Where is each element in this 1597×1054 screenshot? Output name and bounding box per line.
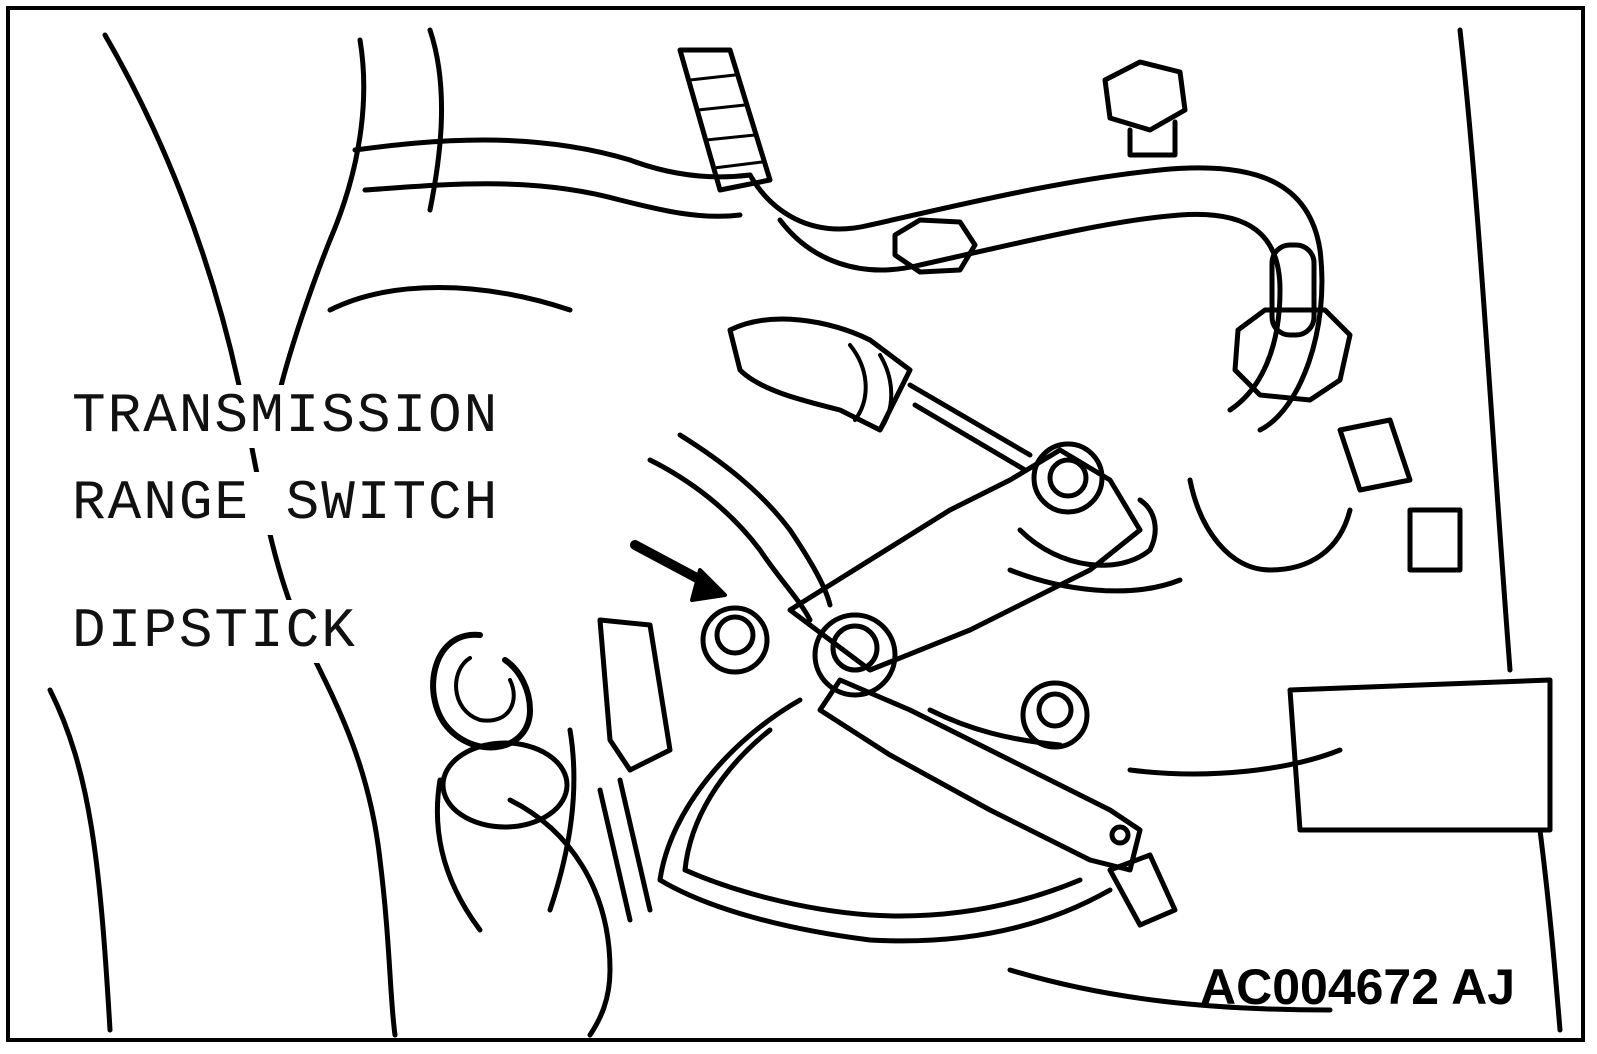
left-bolt bbox=[700, 605, 770, 675]
illustration-frame: TRANSMISSION RANGE SWITCH DIPSTICK AC004… bbox=[6, 6, 1585, 1042]
cable-boot bbox=[727, 316, 913, 433]
stud bbox=[1269, 242, 1317, 338]
gauge-tip bbox=[1107, 852, 1178, 928]
pipe bbox=[747, 165, 1325, 433]
cable-ribbed bbox=[677, 47, 773, 193]
housing-curve bbox=[277, 37, 367, 393]
pipe bbox=[777, 211, 1283, 413]
nut bbox=[1232, 307, 1353, 403]
housing-curve bbox=[47, 687, 113, 1033]
hex-bolt bbox=[1102, 59, 1188, 133]
housing-curve bbox=[327, 285, 573, 313]
transmission-illustration bbox=[47, 27, 1563, 1038]
range-switch-label-line1: TRANSMISSION bbox=[66, 385, 506, 448]
cable-rod bbox=[907, 382, 1033, 458]
range-switch-label-line2: RANGE SWITCH bbox=[66, 472, 506, 535]
dipstick-tube bbox=[434, 777, 483, 933]
dipstick-label: DIPSTICK bbox=[66, 600, 363, 663]
sector-plate bbox=[657, 697, 1113, 944]
lower-bolt bbox=[1020, 680, 1090, 750]
side-bracket bbox=[1287, 677, 1553, 833]
dipstick-bracket bbox=[597, 617, 673, 773]
hose bbox=[362, 181, 743, 219]
housing-curve bbox=[427, 27, 445, 213]
lever-nut bbox=[1031, 441, 1105, 515]
lever-bracket bbox=[1017, 497, 1158, 568]
figure-code: AC004672 AJ bbox=[1199, 959, 1515, 1015]
small-nut bbox=[892, 217, 978, 275]
hose bbox=[352, 137, 753, 180]
center-bolt bbox=[812, 612, 898, 698]
gauge-arm bbox=[817, 677, 1143, 873]
range-switch-lever bbox=[787, 447, 1143, 673]
dipstick-cap bbox=[440, 740, 570, 830]
tube bbox=[647, 457, 813, 623]
